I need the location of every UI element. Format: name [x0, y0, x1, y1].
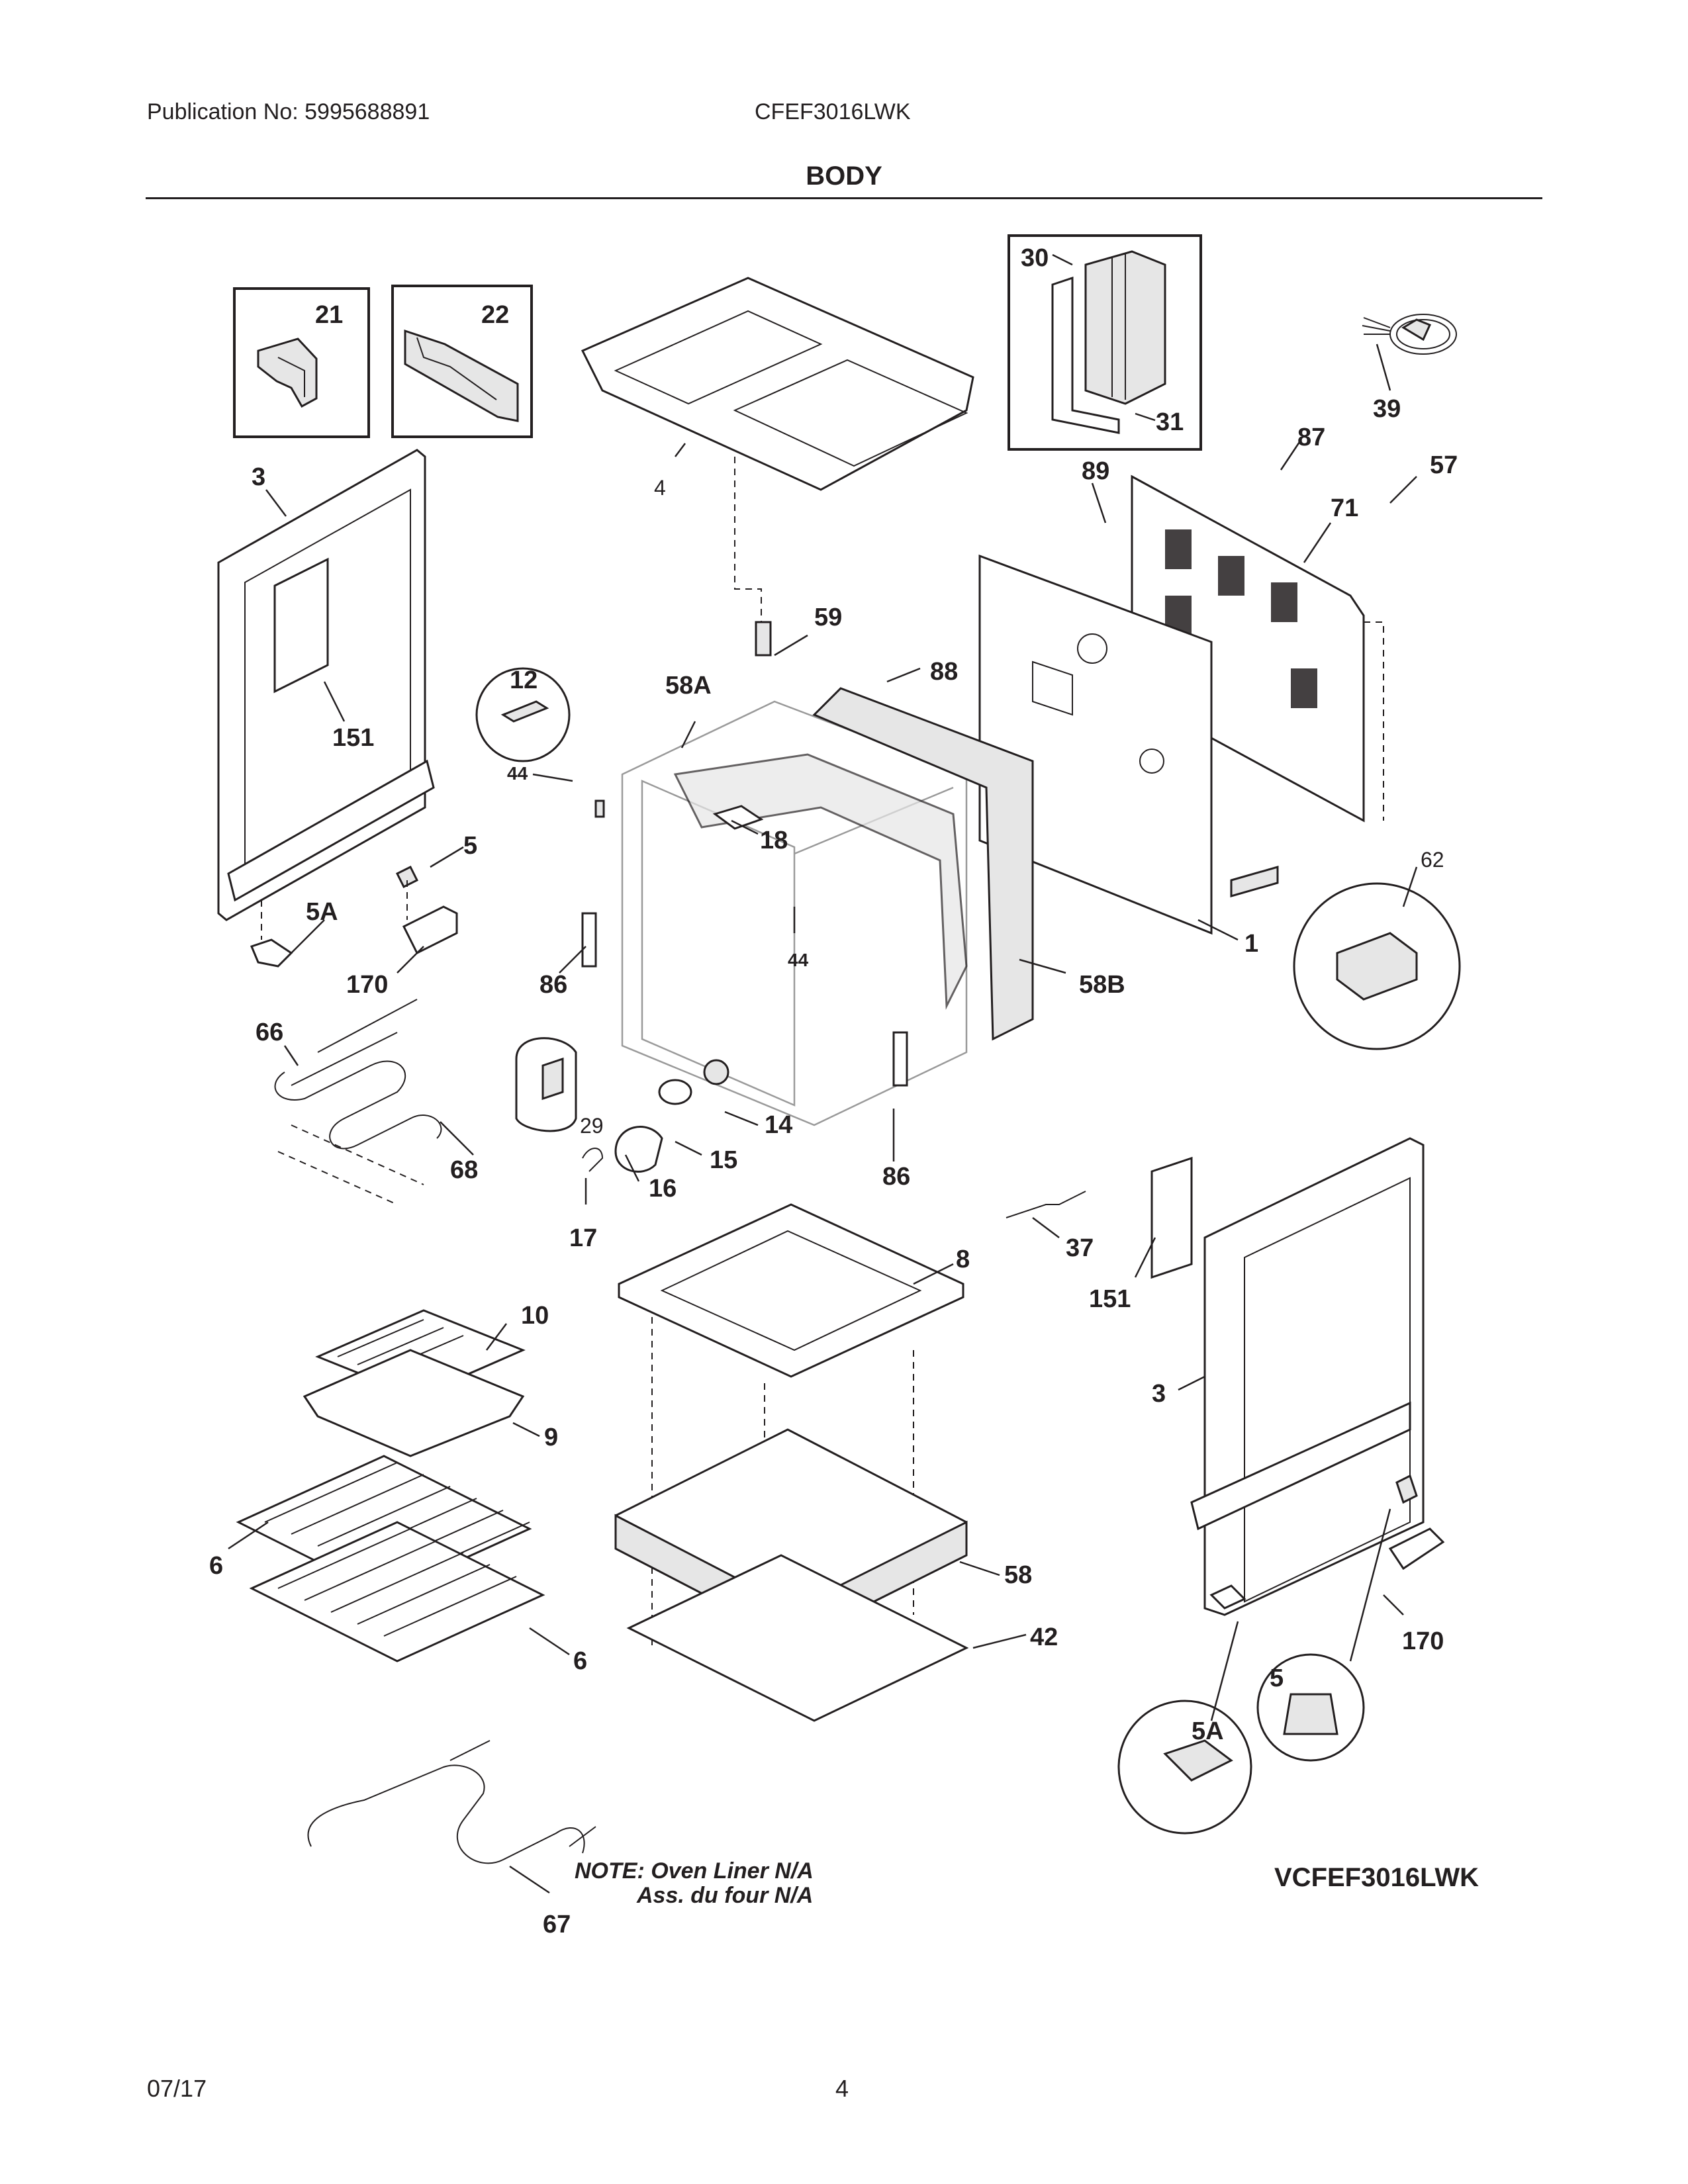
callout-17: 17 [569, 1224, 597, 1252]
callout-44-right: 44 [788, 950, 809, 970]
callout-57: 57 [1430, 451, 1458, 479]
misc-small-parts [475, 621, 908, 1087]
callout-58B: 58B [1079, 971, 1125, 999]
callout-89: 89 [1082, 457, 1109, 485]
oven-rack-lower-6 [249, 1521, 545, 1662]
publication-number: Publication No: 5995688891 [147, 99, 430, 124]
inset-part-22 [391, 285, 533, 438]
publication-date: 07/17 [147, 2075, 207, 2102]
callout-15: 15 [710, 1146, 737, 1174]
page-number: 4 [835, 2075, 849, 2102]
inset-part-30-31 [1008, 234, 1202, 451]
callout-1: 1 [1244, 930, 1258, 958]
callout-88: 88 [930, 658, 958, 686]
callout-5A-left: 5A [306, 898, 338, 926]
bottom-panel-8 [618, 1203, 964, 1648]
callout-5-right: 5 [1270, 1664, 1284, 1692]
callout-44-left: 44 [507, 763, 528, 784]
callout-151-left: 151 [332, 724, 374, 752]
callout-170-right: 170 [1402, 1627, 1444, 1655]
right-leg-hardware [1117, 1474, 1445, 1835]
callout-31: 31 [1156, 408, 1184, 436]
callout-39: 39 [1373, 395, 1401, 423]
left-leg-hardware [250, 865, 458, 968]
wire-harness-37 [1006, 1191, 1086, 1218]
callout-67: 67 [543, 1911, 571, 1938]
broil-element-66 [274, 999, 442, 1150]
leader-lines [228, 253, 1418, 1894]
note-line-1: NOTE: Oven Liner N/A [575, 1858, 814, 1884]
left-side-panel-3 [217, 449, 435, 921]
section-title: BODY [806, 161, 882, 191]
right-side-panel-3 [1150, 1137, 1425, 1616]
broil-pan-10-9 [303, 1309, 526, 1457]
callout-18: 18 [760, 827, 788, 854]
callout-42: 42 [1030, 1623, 1058, 1651]
callout-170-left: 170 [346, 971, 388, 999]
inset-part-21 [233, 287, 370, 438]
header-rule [146, 197, 1542, 199]
callout-68: 68 [450, 1156, 478, 1184]
callout-151-right: 151 [1089, 1285, 1131, 1313]
callout-86-right: 86 [882, 1163, 910, 1191]
callout-labels: 21 22 30 31 39 3 4 87 57 89 71 151 12 59… [209, 244, 1458, 1938]
callout-4: 4 [654, 476, 666, 500]
lamp-assembly [515, 1037, 729, 1173]
callout-3-left: 3 [252, 463, 265, 491]
power-cord-39 [1362, 314, 1457, 355]
callout-14: 14 [765, 1111, 792, 1139]
callout-71: 71 [1331, 494, 1358, 522]
rack-supports-68 [277, 1124, 424, 1205]
note-line-2: Ass. du four N/A [637, 1883, 814, 1908]
diagram-code: VCFEF3016LWK [1274, 1863, 1479, 1892]
bottom-pan-42 [626, 1554, 969, 1722]
callout-9: 9 [544, 1424, 558, 1451]
callout-87: 87 [1297, 424, 1325, 451]
bake-element-67 [307, 1740, 596, 1864]
callout-12: 12 [510, 666, 538, 694]
callout-86-left: 86 [539, 971, 567, 999]
insulation-blanket-58B [673, 687, 1034, 1041]
top-panel-4 [581, 277, 974, 629]
callout-29: 29 [580, 1114, 604, 1138]
model-number: CFEF3016LWK [755, 99, 911, 124]
callout-21: 21 [315, 301, 343, 329]
terminal-block-62 [1230, 866, 1461, 1050]
callout-58: 58 [1004, 1561, 1032, 1589]
callout-22: 22 [481, 301, 509, 329]
callout-62: 62 [1421, 848, 1444, 872]
callout-59: 59 [814, 604, 842, 631]
callout-58A: 58A [665, 672, 712, 700]
callout-66: 66 [256, 1019, 283, 1046]
callout-16: 16 [649, 1175, 677, 1203]
callout-6-bottom: 6 [573, 1647, 587, 1675]
callout-3-right: 3 [1152, 1380, 1166, 1408]
callout-10: 10 [521, 1302, 549, 1330]
callout-8: 8 [956, 1246, 970, 1273]
callout-6-top: 6 [209, 1552, 223, 1580]
callout-5-left: 5 [463, 832, 477, 860]
callout-37: 37 [1066, 1234, 1094, 1262]
callout-5A-right: 5A [1192, 1717, 1224, 1745]
callout-30: 30 [1021, 244, 1049, 272]
